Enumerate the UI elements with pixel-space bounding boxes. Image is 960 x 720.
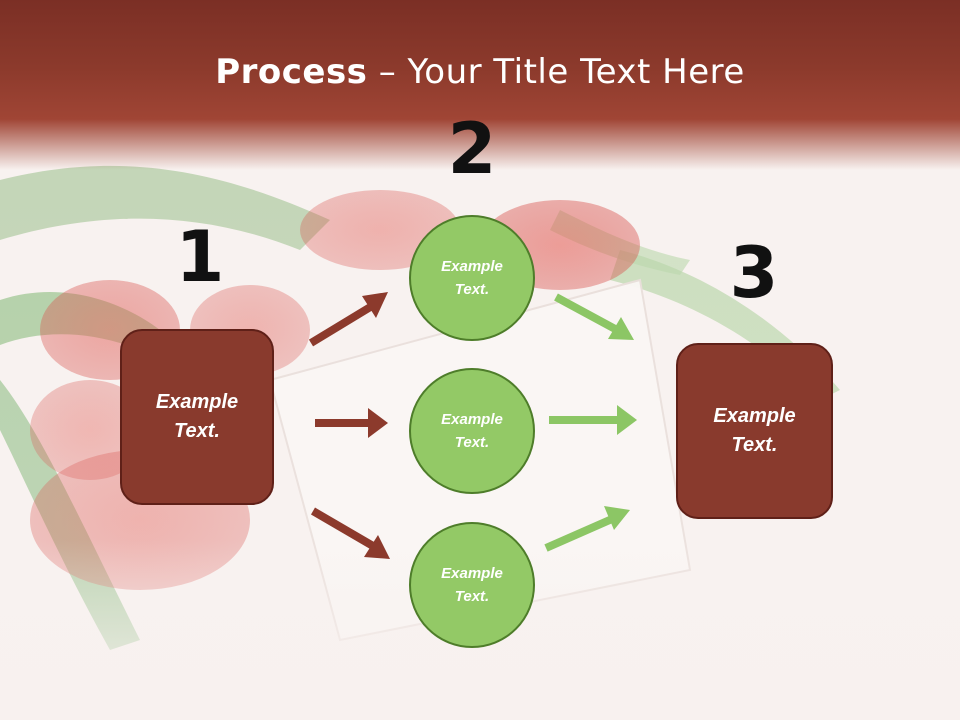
- arrow-red-down: [310, 507, 390, 559]
- circle-middle-line1: Example: [441, 411, 503, 428]
- right-box-line2: Text.: [731, 434, 778, 456]
- right-box-line1: Example: [713, 405, 796, 427]
- arrow-green-down: [554, 293, 634, 340]
- arrow-green-right: [549, 405, 637, 435]
- circle-bottom-line2: Text.: [454, 588, 490, 605]
- circle-top-line2: Text.: [454, 281, 490, 298]
- arrow-red-up: [308, 292, 388, 347]
- arrow-green-up: [544, 506, 630, 552]
- circle-middle: Example Text.: [409, 368, 535, 494]
- right-box: Example Text.: [676, 343, 833, 519]
- step-number-1: 1: [175, 216, 225, 298]
- circle-bottom: Example Text.: [409, 522, 535, 648]
- left-box: Example Text.: [120, 329, 274, 505]
- left-box-line1: Example: [155, 391, 239, 413]
- arrow-red-right: [315, 408, 388, 438]
- circle-bottom-line1: Example: [441, 565, 503, 582]
- step-number-3: 3: [729, 232, 779, 314]
- circle-top: Example Text.: [409, 215, 535, 341]
- title-bold: Process: [215, 52, 368, 92]
- circle-middle-line2: Text.: [454, 434, 490, 451]
- title-rest: – Your Title Text Here: [367, 52, 745, 92]
- step-number-2: 2: [447, 108, 497, 190]
- circle-top-line1: Example: [441, 258, 503, 275]
- left-box-line2: Text.: [174, 420, 220, 442]
- slide-title: Process – Your Title Text Here: [0, 52, 960, 92]
- title-band: [0, 0, 960, 170]
